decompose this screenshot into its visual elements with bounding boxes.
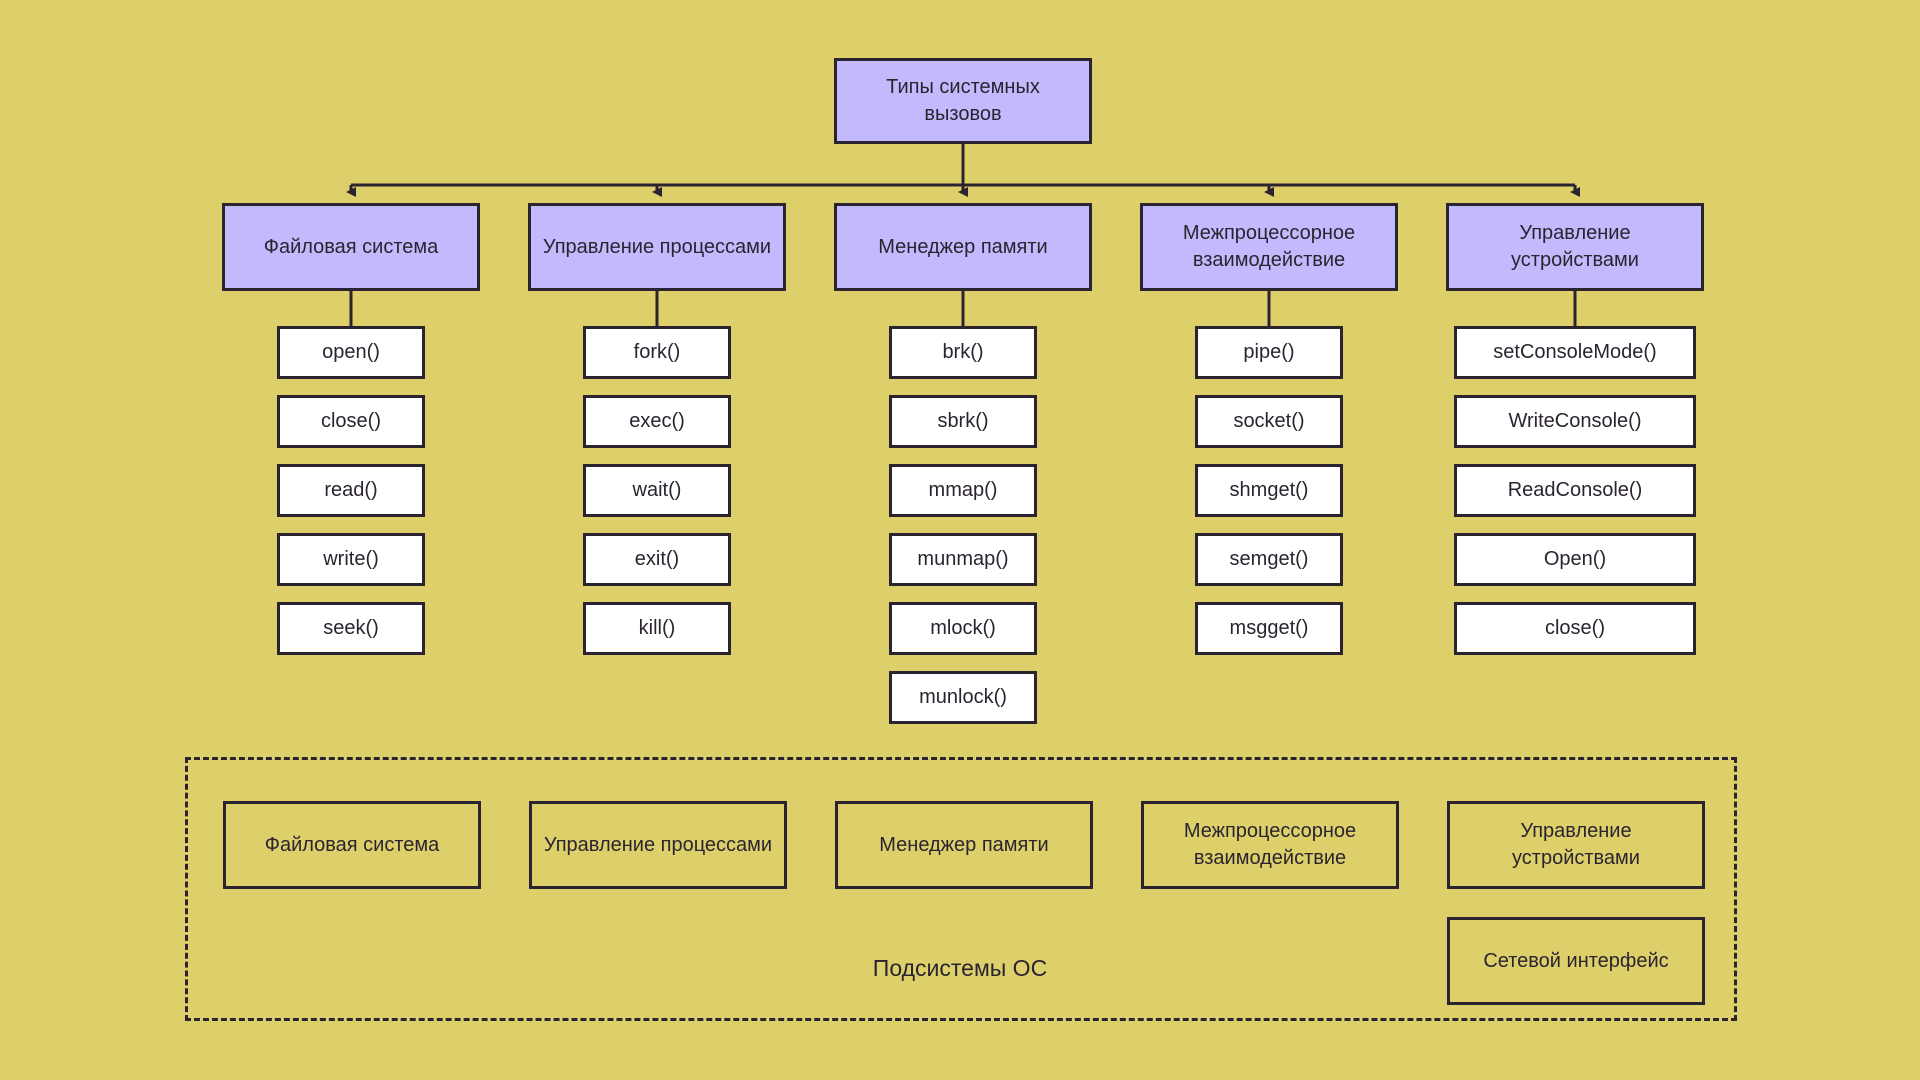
call-list-file-system: open() close() read() write() seek() [277,326,425,655]
subsystems-caption: Подсистемы ОС [872,955,1048,981]
syscall-box: setConsoleMode() [1454,326,1696,379]
subsystem-box-network-interface: Сетевой интерфейс [1447,917,1705,1005]
syscall-box: semget() [1195,533,1343,586]
category-box-ipc: Межпроцессорное взаимодействие [1140,203,1398,291]
call-list-ipc: pipe() socket() shmget() semget() msgget… [1195,326,1343,655]
syscall-box: kill() [583,602,731,655]
syscall-box: WriteConsole() [1454,395,1696,448]
syscall-box: seek() [277,602,425,655]
syscall-box: exit() [583,533,731,586]
syscall-box: socket() [1195,395,1343,448]
syscall-box: open() [277,326,425,379]
subsystem-box-memory-manager: Менеджер памяти [835,801,1093,889]
syscall-box: sbrk() [889,395,1037,448]
syscall-box: mlock() [889,602,1037,655]
subsystem-box-ipc: Межпроцессорное взаимодействие [1141,801,1399,889]
syscall-box: ReadConsole() [1454,464,1696,517]
syscall-box: Open() [1454,533,1696,586]
syscall-box: shmget() [1195,464,1343,517]
subsystem-box-device-management: Управление устройствами [1447,801,1705,889]
syscall-box: wait() [583,464,731,517]
syscall-box: mmap() [889,464,1037,517]
syscall-box: close() [1454,602,1696,655]
syscall-box: close() [277,395,425,448]
syscall-box: exec() [583,395,731,448]
call-list-device-management: setConsoleMode() WriteConsole() ReadCons… [1454,326,1696,655]
subsystems-container: Файловая система Управление процессами М… [185,757,1737,1021]
category-box-file-system: Файловая система [222,203,480,291]
call-list-process-management: fork() exec() wait() exit() kill() [583,326,731,655]
syscall-box: pipe() [1195,326,1343,379]
subsystem-box-file-system: Файловая система [223,801,481,889]
call-list-memory-manager: brk() sbrk() mmap() munmap() mlock() mun… [889,326,1037,724]
root-node: Типы системных вызовов [834,58,1092,144]
subsystem-box-process-management: Управление процессами [529,801,787,889]
syscall-box: read() [277,464,425,517]
syscall-box: munmap() [889,533,1037,586]
syscall-box: munlock() [889,671,1037,724]
category-box-process-management: Управление процессами [528,203,786,291]
syscall-box: brk() [889,326,1037,379]
category-box-memory-manager: Менеджер памяти [834,203,1092,291]
syscall-box: msgget() [1195,602,1343,655]
syscall-box: write() [277,533,425,586]
category-box-device-management: Управление устройствами [1446,203,1704,291]
syscall-box: fork() [583,326,731,379]
